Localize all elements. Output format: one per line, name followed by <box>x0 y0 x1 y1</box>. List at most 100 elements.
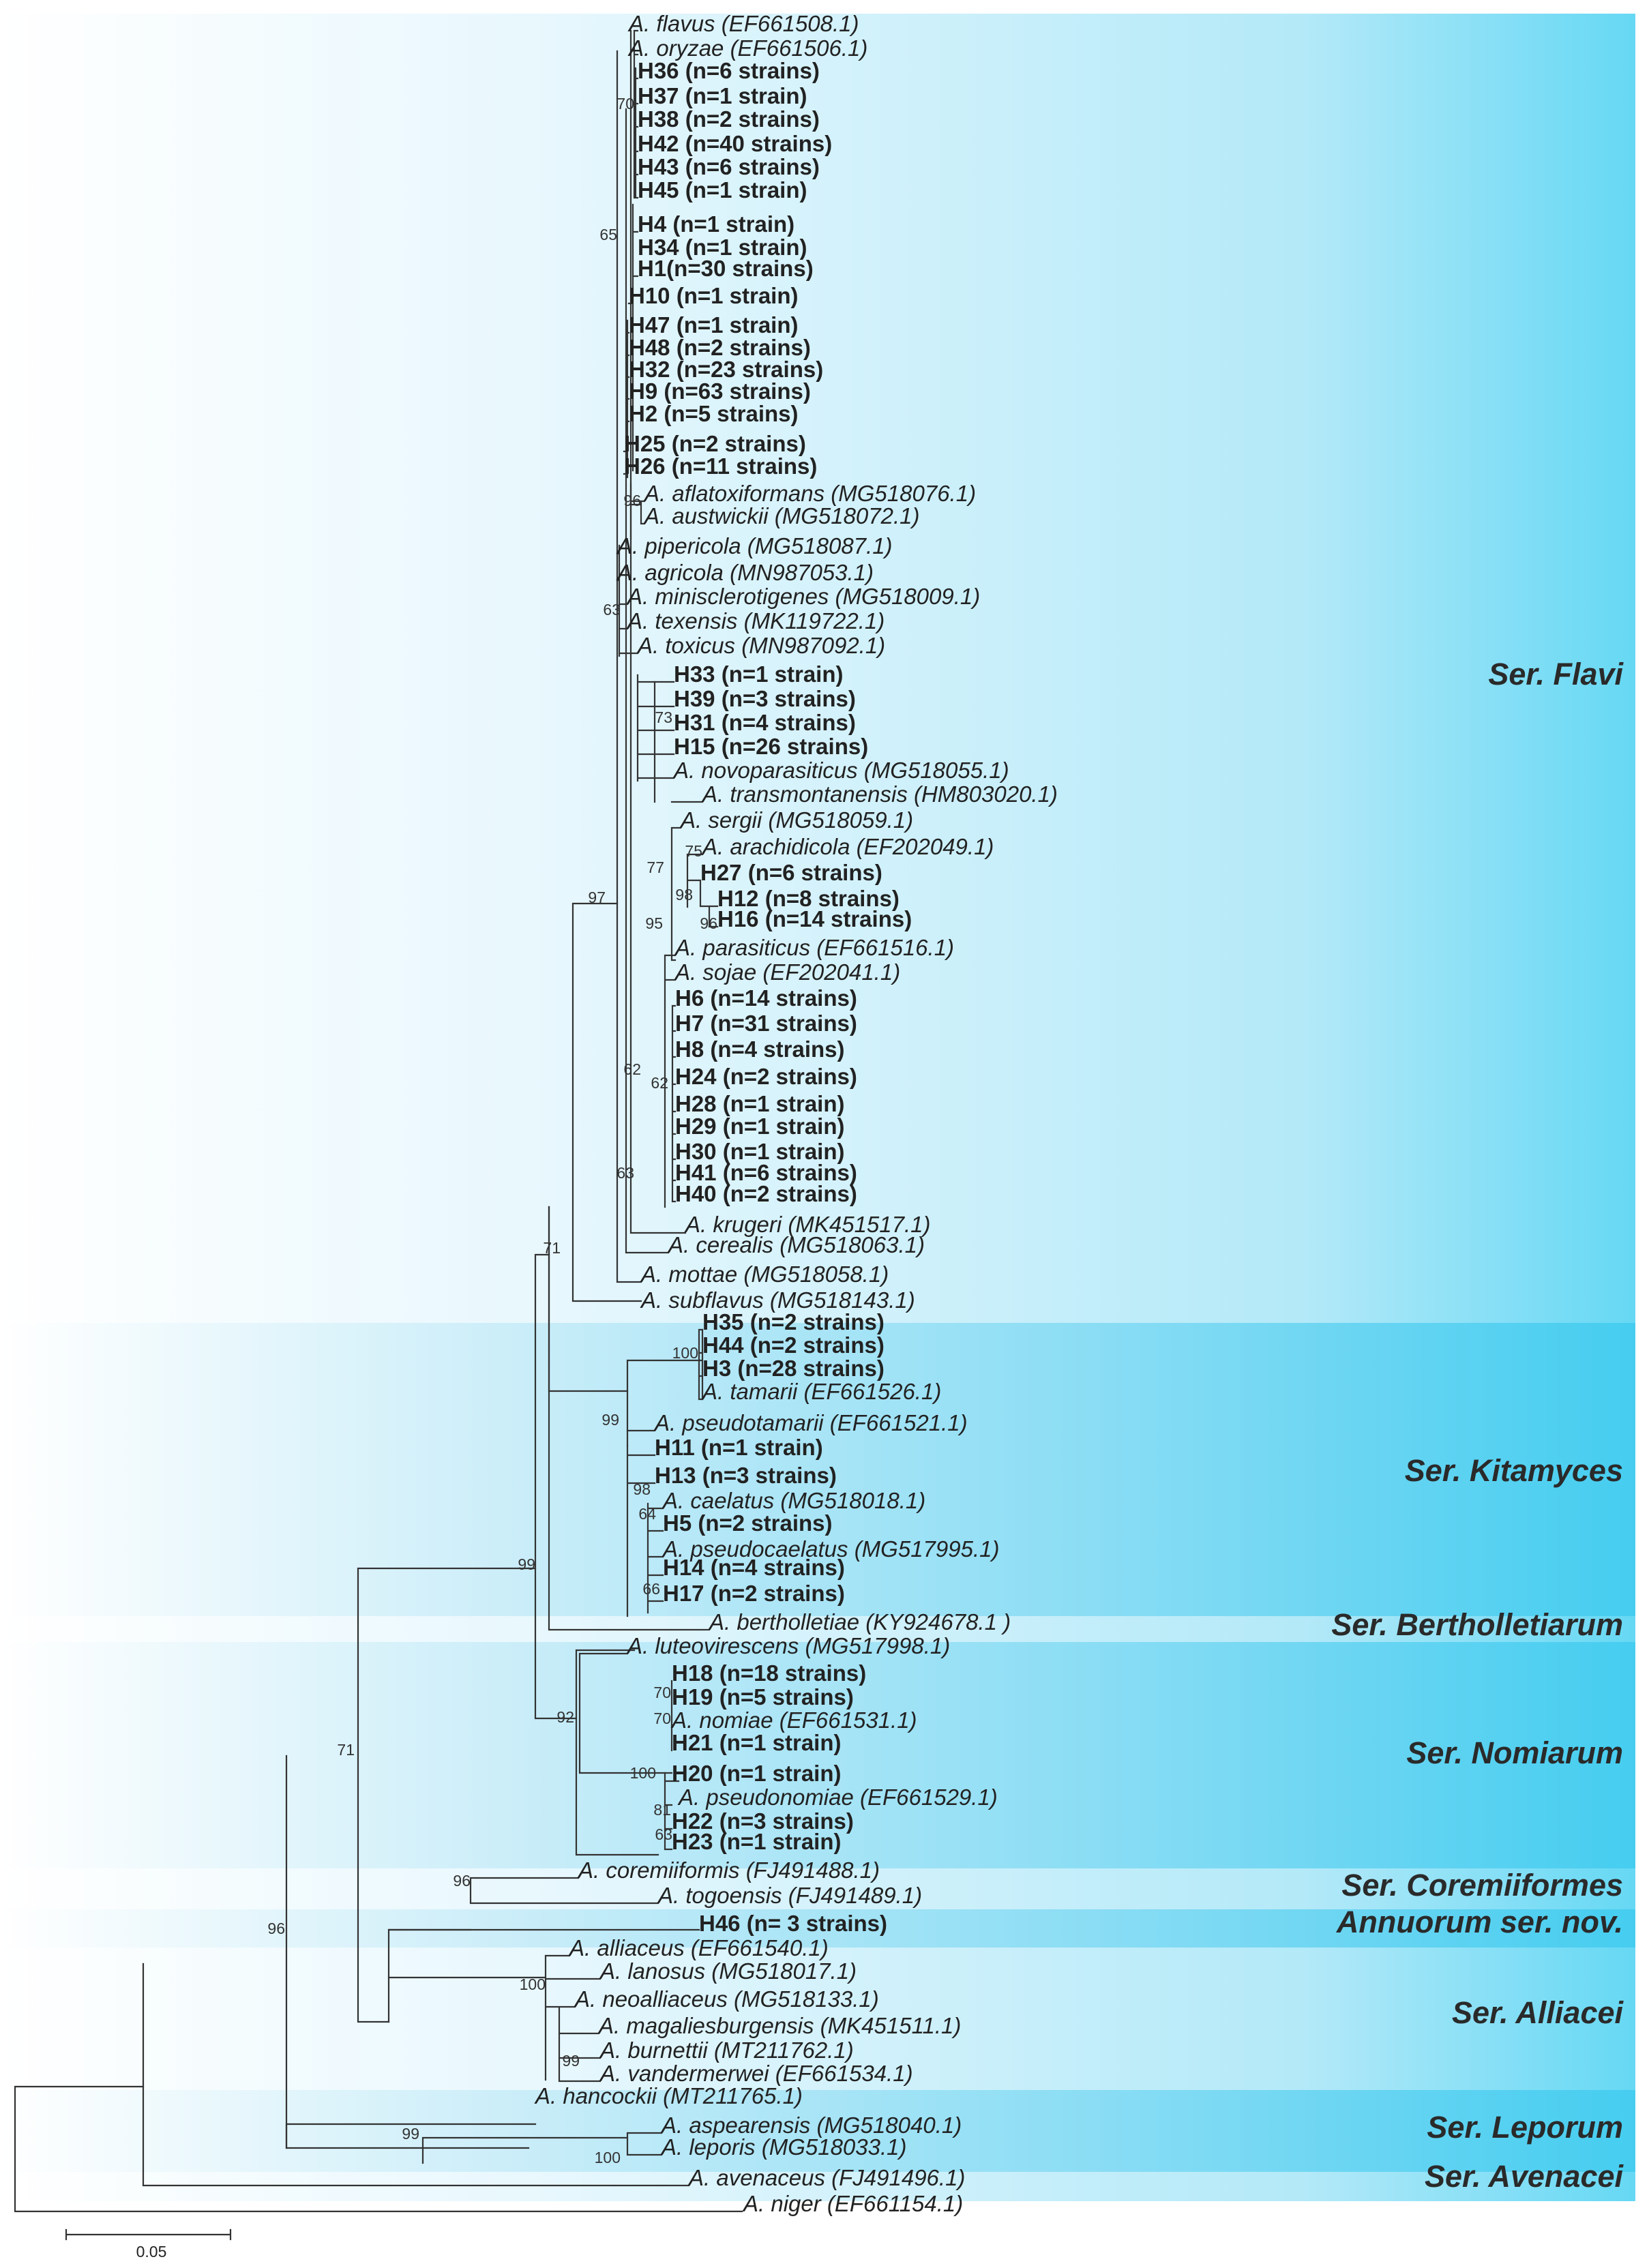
tree-branch <box>548 1206 629 1392</box>
haplotype-label: H32 (n=23 strains) <box>629 357 823 382</box>
haplotype-label: H41 (n=6 strains) <box>675 1160 857 1185</box>
haplotype-label: H33 (n=1 strain) <box>674 661 844 687</box>
bootstrap-value: 98 <box>633 1480 651 1498</box>
species-label: A. pseudocaelatus (MG517995.1) <box>662 1536 999 1562</box>
haplotype-label: H3 (n=28 strains) <box>702 1356 885 1381</box>
bootstrap-value: 63 <box>616 1164 634 1182</box>
clade-band <box>0 1868 1635 1909</box>
species-label: A. bertholletiae (KY924678.1 ) <box>708 1609 1011 1635</box>
species-label: A. transmontanensis (HM803020.1) <box>701 781 1058 807</box>
series-label: Annuorum ser. nov. <box>1336 1905 1623 1939</box>
tree-branch <box>627 203 639 472</box>
species-label: A. togoensis (FJ491489.1) <box>657 1883 922 1908</box>
species-label: A. niger (EF661154.1) <box>742 2191 963 2216</box>
tree-branch <box>671 1004 677 1203</box>
tree-branch <box>698 1328 704 1401</box>
haplotype-label: H16 (n=14 strains) <box>717 906 912 931</box>
haplotype-label: H22 (n=3 strains) <box>672 1808 854 1834</box>
bootstrap-value: 63 <box>603 601 621 618</box>
haplotype-label: H47 (n=1 strain) <box>629 312 799 338</box>
species-label: A. luteovirescens (MG517998.1) <box>626 1633 950 1658</box>
haplotype-label: H28 (n=1 strain) <box>675 1091 845 1116</box>
tree-branch <box>534 1253 578 1720</box>
bootstrap-value: 95 <box>645 914 663 932</box>
haplotype-label: H5 (n=2 strains) <box>663 1510 833 1536</box>
bootstrap-value: 77 <box>647 859 664 876</box>
haplotype-label: H42 (n=40 strains) <box>638 131 832 156</box>
haplotype-label: H17 (n=2 strains) <box>663 1581 845 1606</box>
bootstrap-value: 96 <box>453 1872 471 1890</box>
bootstrap-value: 70 <box>616 95 634 113</box>
species-label: A. subflavus (MG518143.1) <box>640 1287 915 1313</box>
bootstrap-value: 99 <box>518 1555 535 1573</box>
species-label: A. parasiticus (EF661516.1) <box>674 935 954 960</box>
series-label: Ser. Kitamyces <box>1405 1453 1623 1488</box>
species-label: A. minisclerotigenes (MG518009.1) <box>626 584 980 609</box>
tree-branch <box>629 29 687 1234</box>
tree-branch <box>633 29 639 199</box>
bootstrap-value: 99 <box>402 2125 419 2143</box>
haplotype-label: H26 (n=11 strains) <box>624 453 817 479</box>
species-label: A. sergii (MG518059.1) <box>679 807 913 833</box>
tree-branch <box>670 826 682 961</box>
bootstrap-value: 65 <box>599 226 617 243</box>
haplotype-label: H14 (n=4 strains) <box>663 1555 845 1580</box>
series-label: Ser. Leporum <box>1427 2110 1623 2145</box>
species-label: A. leporis (MG518033.1) <box>660 2134 907 2160</box>
haplotype-label: H1(n=30 strains) <box>638 256 814 281</box>
species-label: A. avenaceus (FJ491496.1) <box>687 2165 965 2190</box>
species-label: A. alliaceus (EF661540.1) <box>568 1935 829 1960</box>
scale-bar: 0.05 <box>65 2228 232 2260</box>
bootstrap-value: 96 <box>267 1920 285 1937</box>
species-label: A. hancockii (MT211765.1) <box>534 2083 803 2108</box>
series-label: Ser. Coremiiformes <box>1341 1868 1623 1903</box>
haplotype-label: H11 (n=1 strain) <box>655 1435 823 1460</box>
species-label: A. pseudotamarii (EF661521.1) <box>653 1410 968 1435</box>
tree-branch <box>653 681 704 803</box>
bootstrap-value: 71 <box>337 1741 355 1759</box>
series-label: Ser. Nomiarum <box>1406 1735 1623 1770</box>
clade-band <box>0 14 1635 1323</box>
bootstrap-value: 98 <box>675 886 693 904</box>
bootstrap-value: 64 <box>638 1505 656 1523</box>
tree-branch <box>616 544 639 657</box>
haplotype-label: H15 (n=26 strains) <box>674 734 868 759</box>
tree-branch <box>14 2085 743 2213</box>
species-label: A. flavus (EF661508.1) <box>627 11 859 36</box>
haplotype-label: H30 (n=1 strain) <box>675 1139 845 1164</box>
bootstrap-value: 96 <box>623 492 641 509</box>
bootstrap-value: 100 <box>672 1344 698 1362</box>
haplotype-label: H48 (n=2 strains) <box>629 335 811 360</box>
bootstrap-value: 100 <box>595 2149 621 2166</box>
haplotype-label: H27 (n=6 strains) <box>700 860 882 885</box>
species-label: A. nomiae (EF661531.1) <box>670 1707 917 1733</box>
species-label: A. pseudonomiae (EF661529.1) <box>677 1785 998 1810</box>
haplotype-label: H9 (n=63 strains) <box>629 378 811 404</box>
tree-branches <box>14 29 743 2213</box>
tree-branch <box>636 674 675 782</box>
bootstrap-value: 97 <box>588 889 606 906</box>
tree-branch <box>623 319 630 479</box>
species-label: A. caelatus (MG518018.1) <box>662 1488 925 1513</box>
clade-band <box>0 1909 1635 1948</box>
species-label: A. texensis (MK119722.1) <box>626 608 885 633</box>
haplotype-label: H8 (n=4 strains) <box>675 1036 845 1062</box>
tree-branch <box>626 1429 656 1617</box>
haplotype-label: H25 (n=2 strains) <box>624 431 806 456</box>
clade-band <box>0 1642 1635 1868</box>
haplotype-label: H46 (n= 3 strains) <box>699 1911 887 1936</box>
haplotype-label: H13 (n=3 strains) <box>655 1463 837 1488</box>
bootstrap-value: 100 <box>630 1764 656 1782</box>
haplotype-label: H18 (n=18 strains) <box>672 1660 866 1686</box>
bootstrap-value: 70 <box>653 1710 671 1727</box>
bootstrap-value: 99 <box>601 1411 619 1429</box>
haplotype-label: H40 (n=2 strains) <box>675 1181 857 1206</box>
tree-branch <box>629 483 646 540</box>
haplotype-label: H19 (n=5 strains) <box>672 1684 854 1710</box>
tree-branch <box>142 1963 690 2187</box>
haplotype-label: H12 (n=8 strains) <box>717 886 900 911</box>
bootstrap-values: 7065966373757798969562626397711009998646… <box>267 95 717 2166</box>
clade-band <box>0 2172 1635 2201</box>
species-label: A. burnettii (MT211762.1) <box>599 2038 854 2063</box>
